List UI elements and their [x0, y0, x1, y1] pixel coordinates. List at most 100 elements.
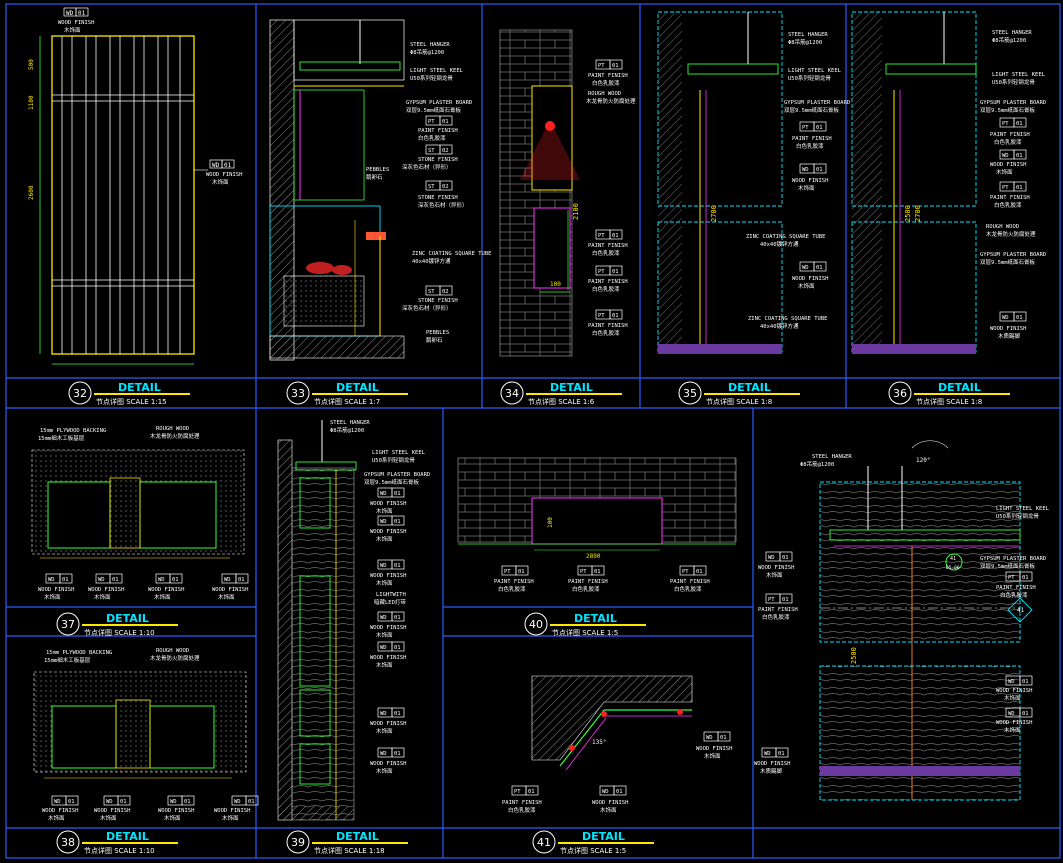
svg-text:WOOD FINISH: WOOD FINISH [370, 529, 406, 535]
svg-text:白色乳胶漆: 白色乳胶漆 [674, 585, 702, 593]
svg-text:WOOD FINISH: WOOD FINISH [148, 587, 184, 593]
svg-text:白色乳胶漆: 白色乳胶漆 [572, 585, 600, 593]
svg-text:WD: WD [764, 751, 771, 757]
svg-text:01: 01 [184, 799, 191, 805]
svg-text:STEEL HANGER: STEEL HANGER [812, 454, 852, 460]
svg-text:40x40镀锌方通: 40x40镀锌方通 [412, 257, 451, 265]
svg-text:白色乳胶漆: 白色乳胶漆 [498, 585, 526, 593]
svg-text:ROUGH WOOD: ROUGH WOOD [156, 426, 189, 432]
svg-text:01: 01 [816, 125, 823, 131]
svg-text:PAINT FINISH: PAINT FINISH [670, 579, 710, 585]
svg-text:木饰面: 木饰面 [218, 593, 235, 601]
detail-42-labels: STEEL HANGER Φ8吊筋@1200 LIGHT STEEL KEEL … [754, 454, 1050, 775]
svg-text:U50系列轻钢龙骨: U50系列轻钢龙骨 [992, 78, 1035, 86]
svg-text:WD: WD [380, 563, 387, 569]
detail-label: DETAIL [336, 381, 379, 394]
d32-dim-total: 2600 [28, 185, 35, 200]
svg-text:PT: PT [514, 789, 521, 795]
svg-text:ST: ST [428, 289, 435, 295]
svg-text:Φ8吊筋@1200: Φ8吊筋@1200 [800, 460, 834, 468]
svg-text:15mm细木工板基层: 15mm细木工板基层 [44, 656, 91, 664]
svg-text:白色乳胶漆: 白色乳胶漆 [762, 613, 790, 621]
svg-text:暗藏LED灯带: 暗藏LED灯带 [374, 598, 406, 606]
d36-dim-h2: 2700 [914, 205, 922, 222]
d40-dim-w: 2890 [586, 553, 601, 560]
svg-text:WD: WD [380, 645, 387, 651]
svg-text:02: 02 [442, 184, 449, 190]
detail-36-labels: STEEL HANGER Φ8吊筋@1200 LIGHT STEEL KEEL … [980, 30, 1046, 340]
svg-text:PT: PT [768, 597, 775, 603]
d35-dim-h: 2700 [710, 205, 718, 222]
svg-text:01: 01 [442, 119, 449, 125]
svg-text:WD: WD [48, 577, 55, 583]
svg-text:PT: PT [682, 569, 689, 575]
svg-text:WD: WD [224, 577, 231, 583]
detail-label: DETAIL [574, 612, 617, 625]
svg-text:木饰面: 木饰面 [766, 571, 783, 579]
svg-text:WOOD FINISH: WOOD FINISH [94, 808, 130, 814]
detail-number: 35 [683, 387, 697, 400]
detail-label: DETAIL [118, 381, 161, 394]
svg-text:02: 02 [442, 148, 449, 154]
svg-text:LIGHT STEEL KEEL: LIGHT STEEL KEEL [410, 68, 464, 74]
detail-number: 39 [291, 836, 305, 849]
svg-text:PT: PT [598, 233, 605, 239]
svg-text:WOOD FINISH: WOOD FINISH [996, 688, 1032, 694]
svg-text:WOOD FINISH: WOOD FINISH [370, 721, 406, 727]
svg-text:木龙骨防火防腐处理: 木龙骨防火防腐处理 [150, 654, 200, 662]
svg-text:WOOD FINISH: WOOD FINISH [42, 808, 78, 814]
svg-text:PAINT FINISH: PAINT FINISH [996, 585, 1036, 591]
svg-text:木饰面: 木饰面 [376, 661, 393, 669]
svg-text:木饰面: 木饰面 [44, 593, 61, 601]
svg-text:木饰面: 木饰面 [212, 178, 229, 186]
detail-number: 37 [61, 618, 75, 631]
svg-text:STONE FINISH: STONE FINISH [418, 157, 458, 163]
detail-number: 34 [505, 387, 519, 400]
svg-text:WD: WD [602, 789, 609, 795]
svg-text:WOOD FINISH: WOOD FINISH [996, 720, 1032, 726]
bubble-sub: D5-06 [946, 565, 960, 571]
d34-dim-h: 2100 [572, 203, 580, 220]
svg-text:WOOD FINISH: WOOD FINISH [696, 746, 732, 752]
svg-text:WD: WD [170, 799, 177, 805]
svg-text:PAINT FINISH: PAINT FINISH [588, 243, 628, 249]
svg-text:WOOD FINISH: WOOD FINISH [370, 573, 406, 579]
svg-text:01: 01 [696, 569, 703, 575]
svg-text:PEBBLES: PEBBLES [366, 167, 389, 173]
detail-label: DETAIL [550, 381, 593, 394]
svg-text:01: 01 [394, 711, 401, 717]
svg-text:WOOD FINISH: WOOD FINISH [370, 501, 406, 507]
svg-text:白色乳胶漆: 白色乳胶漆 [1000, 591, 1028, 599]
svg-text:WOOD FINISH: WOOD FINISH [370, 761, 406, 767]
svg-text:PT: PT [428, 119, 435, 125]
svg-text:PT: PT [504, 569, 511, 575]
svg-text:WOOD FINISH: WOOD FINISH [158, 808, 194, 814]
svg-text:白色乳胶漆: 白色乳胶漆 [592, 329, 620, 337]
svg-text:01: 01 [394, 645, 401, 651]
detail-number: 32 [73, 387, 87, 400]
svg-text:U50系列轻钢龙骨: U50系列轻钢龙骨 [372, 456, 415, 464]
detail-scale: 节点详图 SCALE 1:10 [84, 846, 155, 855]
svg-text:WOOD FINISH: WOOD FINISH [370, 655, 406, 661]
detail-33-labels: STEEL HANGER Φ8吊筋@1200 LIGHT STEEL KEEL … [366, 42, 491, 344]
svg-text:02: 02 [442, 289, 449, 295]
svg-text:木饰面: 木饰面 [154, 593, 171, 601]
d36-dim-h: 2500 [904, 205, 912, 222]
svg-text:木饰面: 木饰面 [996, 168, 1013, 176]
sheet-frame [5, 3, 1061, 859]
svg-text:木饰面: 木饰面 [376, 727, 393, 735]
svg-text:ZINC COATING SQUARE TUBE: ZINC COATING SQUARE TUBE [412, 251, 491, 257]
detail-38-labels: 15mm PLYWOOD BACKING 15mm细木工板基层 ROUGH WO… [42, 648, 259, 822]
svg-text:WOOD FINISH: WOOD FINISH [58, 20, 94, 26]
detail-33-drawing [269, 19, 405, 361]
svg-text:01: 01 [782, 555, 789, 561]
svg-text:01: 01 [1022, 575, 1029, 581]
svg-text:GYPSUM PLASTER BOARD: GYPSUM PLASTER BOARD [364, 472, 430, 478]
svg-text:WOOD FINISH: WOOD FINISH [88, 587, 124, 593]
svg-text:ZINC COATING SQUARE TUBE: ZINC COATING SQUARE TUBE [746, 234, 825, 240]
svg-text:01: 01 [778, 751, 785, 757]
